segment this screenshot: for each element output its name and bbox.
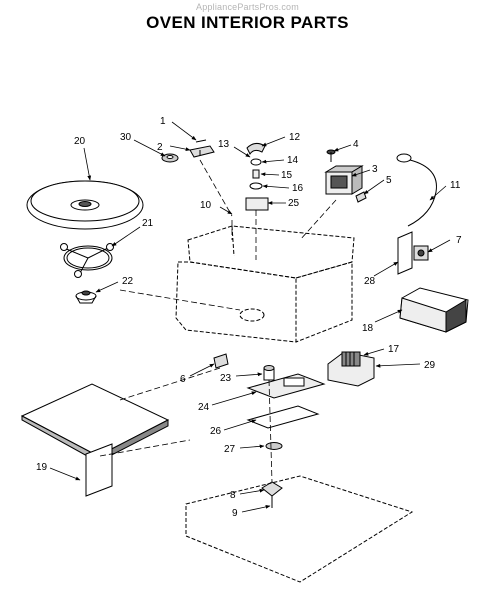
callout-23: 23 — [220, 373, 232, 384]
callout-28: 28 — [364, 276, 376, 287]
bracket-plate — [246, 373, 326, 399]
leader-lines — [49, 121, 451, 513]
assembly-lines — [99, 159, 337, 483]
roller-ring — [60, 243, 114, 278]
callout-4: 4 — [353, 139, 359, 150]
shaft — [263, 365, 275, 381]
switch-bracket — [397, 231, 429, 275]
callout-2: 2 — [157, 142, 163, 153]
connector — [355, 191, 367, 203]
callout-3: 3 — [372, 164, 378, 175]
part-drawings — [20, 139, 469, 583]
callout-21: 21 — [142, 218, 154, 229]
washer — [265, 442, 283, 450]
grommet — [161, 153, 179, 163]
callout-17: 17 — [388, 344, 400, 355]
base-plate — [185, 475, 414, 583]
callout-8: 8 — [230, 490, 236, 501]
callout-6: 6 — [180, 374, 186, 385]
coupler — [75, 290, 97, 304]
cover-box — [399, 287, 469, 333]
callout-5: 5 — [386, 175, 392, 186]
callout-26: 26 — [210, 426, 222, 437]
callout-labels: 1 2 3 4 5 6 7 8 9 10 11 12 13 14 15 16 1… — [36, 116, 462, 519]
callout-30: 30 — [120, 132, 132, 143]
callout-27: 27 — [224, 444, 236, 455]
callout-10: 10 — [200, 200, 212, 211]
gasket — [246, 405, 320, 429]
stirrer-stack — [245, 142, 269, 211]
callout-12: 12 — [289, 132, 301, 143]
callout-18: 18 — [362, 323, 374, 334]
pin — [195, 139, 207, 143]
motor — [261, 481, 283, 508]
callout-25: 25 — [288, 198, 300, 209]
callout-13: 13 — [218, 139, 230, 150]
watermark: AppliancePartsPros.com — [196, 2, 299, 12]
callout-1: 1 — [160, 116, 166, 127]
clip — [213, 353, 229, 369]
oven-cavity — [175, 225, 355, 343]
callout-19: 19 — [36, 462, 48, 473]
callout-7: 7 — [456, 235, 462, 246]
diagram-title: OVEN INTERIOR PARTS — [146, 13, 349, 32]
sensor-wire — [396, 153, 437, 227]
callout-15: 15 — [281, 170, 293, 181]
callout-14: 14 — [287, 155, 299, 166]
callout-16: 16 — [292, 183, 304, 194]
turntable-tray — [26, 180, 144, 230]
floor-panel — [20, 383, 170, 497]
callout-9: 9 — [232, 508, 238, 519]
screw — [326, 149, 336, 162]
callout-24: 24 — [198, 402, 210, 413]
callout-29: 29 — [424, 360, 436, 371]
callout-11: 11 — [450, 180, 461, 191]
thermal-assembly — [324, 165, 364, 195]
callout-20: 20 — [74, 136, 86, 147]
callout-22: 22 — [122, 276, 134, 287]
magnetron — [327, 351, 375, 387]
small-bracket — [189, 145, 215, 158]
